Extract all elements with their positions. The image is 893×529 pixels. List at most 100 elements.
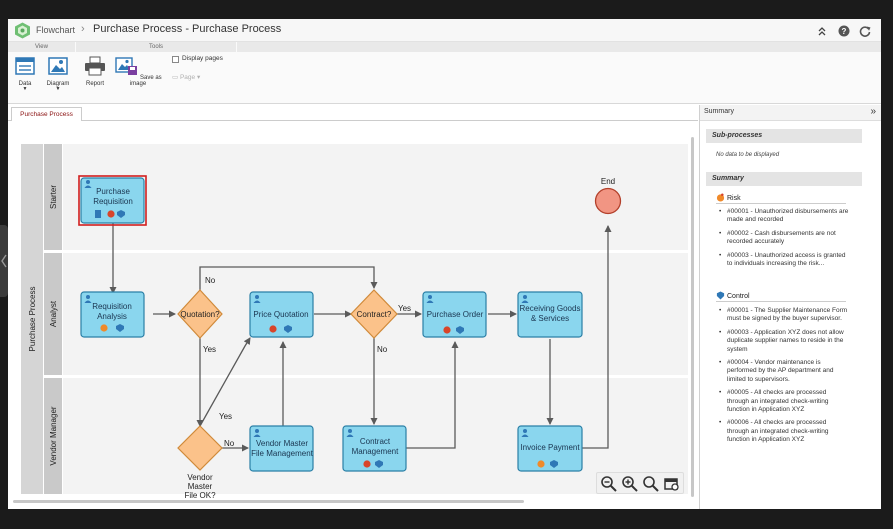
risk-item: #00002 - Cash disbursements are not reco… <box>718 230 850 247</box>
control-shield-icon <box>117 210 125 218</box>
control-item: #00005 - All checks are processed throug… <box>718 389 850 414</box>
task-label: Requisition <box>93 197 133 206</box>
ribbon-toolbar: View Tools Data ▼ Diagram ▼ <box>8 42 881 104</box>
edge-label-yes: Yes <box>398 304 411 313</box>
task-purchase-order[interactable]: Purchase Order <box>422 291 487 338</box>
report-button[interactable]: Report <box>80 56 110 87</box>
risk-icon <box>443 326 451 334</box>
risk-item: #00001 - Unauthorized disbursements are … <box>718 208 850 225</box>
save-as-image-button[interactable]: Save as image <box>112 56 164 87</box>
gateway-label: File OK? <box>184 491 216 500</box>
horizontal-scrollbar[interactable] <box>13 500 524 503</box>
user-icon <box>255 295 259 299</box>
breadcrumb-app[interactable]: Flowchart <box>36 25 76 35</box>
summary-panel-title: Summary <box>704 108 734 115</box>
diagram-canvas[interactable]: Purchase Process Starter Analyst Vendor … <box>8 122 698 502</box>
data-table-icon <box>15 57 35 75</box>
refresh-icon[interactable] <box>857 23 872 38</box>
user-icon <box>86 180 90 184</box>
left-panel-toggle[interactable] <box>0 225 8 297</box>
page-dropdown[interactable]: ▭ Page ▾ <box>172 73 200 81</box>
diagram-picture-icon <box>48 57 68 75</box>
lane-label-vendor-manager: Vendor Manager <box>49 406 58 465</box>
task-label: Purchase <box>96 187 130 196</box>
task-label: Purchase Order <box>427 310 484 319</box>
subprocesses-heading[interactable]: Sub-processes <box>706 129 862 143</box>
risk-item: #00003 - Unauthorized access is granted … <box>718 252 850 269</box>
lane-starter <box>63 144 688 250</box>
lane-header-starter <box>44 144 62 250</box>
task-label: Invoice Payment <box>520 443 580 452</box>
flowchart-diagram: Purchase Process Starter Analyst Vendor … <box>21 144 688 500</box>
control-item: #00004 - Vendor maintenance is performed… <box>718 359 850 384</box>
page-label: Page <box>179 74 196 81</box>
control-shield-icon <box>116 324 124 332</box>
ribbon-group-filler <box>237 42 881 52</box>
diagram-tabbar: Purchase Process <box>8 107 698 121</box>
risk-icon <box>107 210 115 218</box>
control-item: #00003 - Application XYZ does not allow … <box>718 329 850 354</box>
gateway-label: Quotation? <box>180 310 220 319</box>
lane-header-analyst <box>44 253 62 375</box>
task-label: File Management <box>251 449 314 458</box>
gateway-vendor-master-ok[interactable]: Vendor Master File OK? <box>177 425 223 500</box>
control-shield-icon <box>456 326 464 334</box>
task-invoice-payment[interactable]: Invoice Payment <box>517 425 583 472</box>
control-shield-icon <box>375 460 383 468</box>
breadcrumb-separator-icon: › <box>81 23 85 35</box>
user-icon-body <box>84 300 92 303</box>
control-heading-label: Control <box>727 293 750 300</box>
end-event[interactable]: End <box>594 177 622 215</box>
control-list: #00001 - The Supplier Maintenance Form m… <box>718 307 850 450</box>
risk-icon <box>537 460 545 468</box>
task-label: Receiving Goods <box>520 304 581 313</box>
dropdown-caret-icon: ▾ <box>195 74 201 81</box>
fit-to-screen-icon[interactable] <box>663 475 681 493</box>
diagram-button-label: Diagram <box>46 81 70 87</box>
task-vendor-master-file-management[interactable]: Vendor Master File Management <box>249 425 314 472</box>
display-pages-label: Display pages <box>182 55 223 62</box>
user-icon <box>348 429 352 433</box>
zoom-in-icon[interactable] <box>621 475 639 493</box>
user-icon-body <box>521 434 529 437</box>
task-receiving-goods[interactable]: Receiving Goods & Services <box>517 291 583 338</box>
risk-icon <box>100 324 108 332</box>
display-pages-checkbox[interactable] <box>172 56 179 63</box>
summary-panel-header: Summary » <box>700 105 881 121</box>
summary-heading[interactable]: Summary <box>706 172 862 186</box>
edge-label-no: No <box>205 276 216 285</box>
task-label: Price Quotation <box>253 310 308 319</box>
app-window: Flowchart › Purchase Process - Purchase … <box>8 19 881 509</box>
user-icon-body <box>346 434 354 437</box>
chevron-left-icon <box>1 254 7 268</box>
gateway-label: Master <box>188 482 213 491</box>
task-requisition-analysis[interactable]: Requisition Analysis <box>80 291 145 338</box>
task-price-quotation[interactable]: Price Quotation <box>249 291 314 338</box>
control-item: #00001 - The Supplier Maintenance Form m… <box>718 307 850 324</box>
panel-collapse-icon[interactable]: » <box>870 106 876 117</box>
vertical-scrollbar[interactable] <box>691 137 694 497</box>
collapse-up-icon[interactable] <box>814 23 829 38</box>
pool-label: Purchase Process <box>28 287 37 352</box>
user-icon <box>86 295 90 299</box>
gateway-contract[interactable]: Contract? <box>350 289 398 339</box>
diagram-button[interactable]: Diagram ▼ <box>42 56 74 92</box>
user-icon-body <box>521 300 529 303</box>
printer-icon <box>85 56 105 76</box>
task-label: Analysis <box>97 312 127 321</box>
data-button[interactable]: Data ▼ <box>12 56 38 92</box>
control-shield-icon <box>716 291 725 300</box>
zoom-reset-icon[interactable] <box>642 475 660 493</box>
user-icon <box>255 429 259 433</box>
tab-purchase-process[interactable]: Purchase Process <box>11 107 82 121</box>
save-as-image-label: Save as image <box>129 75 162 87</box>
risk-heading-label: Risk <box>727 195 741 202</box>
zoom-out-icon[interactable] <box>600 475 618 493</box>
user-icon <box>523 295 527 299</box>
task-contract-management[interactable]: Contract Management <box>342 425 407 472</box>
task-purchase-requisition[interactable]: Purchase Requisition <box>78 175 147 226</box>
user-icon-body <box>253 434 261 437</box>
gateway-quotation[interactable]: Quotation? <box>177 289 223 339</box>
help-icon[interactable]: ? <box>836 23 851 38</box>
lane-label-analyst: Analyst <box>49 300 58 327</box>
